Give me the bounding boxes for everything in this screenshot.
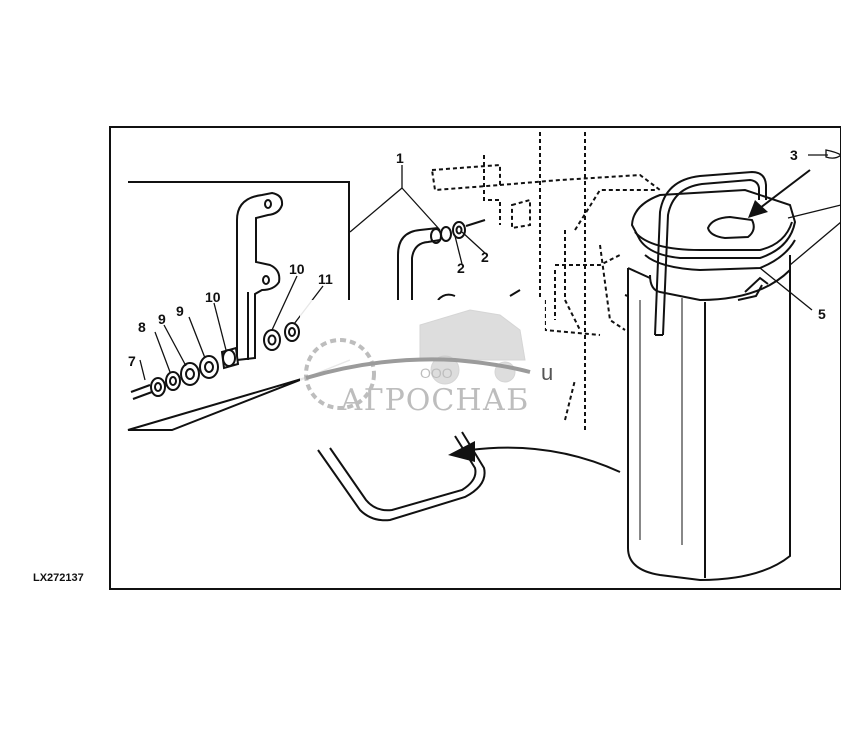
removal-arrow-head — [448, 441, 475, 462]
callout-10-left: 9 — [176, 303, 184, 319]
gear-logo-icon — [304, 338, 376, 410]
figure-code: LX272137 — [33, 572, 84, 584]
watermark-prefix: ООО — [420, 365, 453, 381]
removal-arrow — [469, 446, 621, 473]
callout-10-right: 10 — [289, 261, 305, 277]
lid-pointer-arrow — [748, 169, 811, 218]
callout-9-left: 9 — [158, 311, 166, 327]
detail-bracket — [236, 191, 284, 362]
lid-retainer-bail — [654, 170, 767, 336]
callout-8: 8 — [138, 319, 146, 335]
callout-1: 1 — [396, 150, 404, 166]
watermark: ООО АГРОСНАБ u — [300, 300, 553, 430]
watermark-name: АГРОСНАБ — [340, 383, 529, 418]
callout-7: 7 — [128, 353, 136, 369]
callout-3: 3 — [790, 147, 798, 163]
lid-opening — [706, 215, 755, 240]
storage-tank — [627, 255, 791, 582]
callout-11: 10 — [205, 289, 221, 305]
callout-2-left: 2 — [457, 260, 465, 276]
callout-2-right: 2 — [481, 249, 489, 265]
watermark-suffix: u — [541, 360, 553, 385]
mounting-handle — [397, 219, 521, 301]
detail-inset-frame — [127, 181, 350, 431]
callout-5: 5 — [818, 306, 826, 322]
detail-fastener-stack — [130, 322, 300, 400]
callout-9-right: 11 — [318, 271, 333, 287]
diagram-frame — [109, 126, 841, 590]
lid-gasket — [317, 431, 486, 522]
